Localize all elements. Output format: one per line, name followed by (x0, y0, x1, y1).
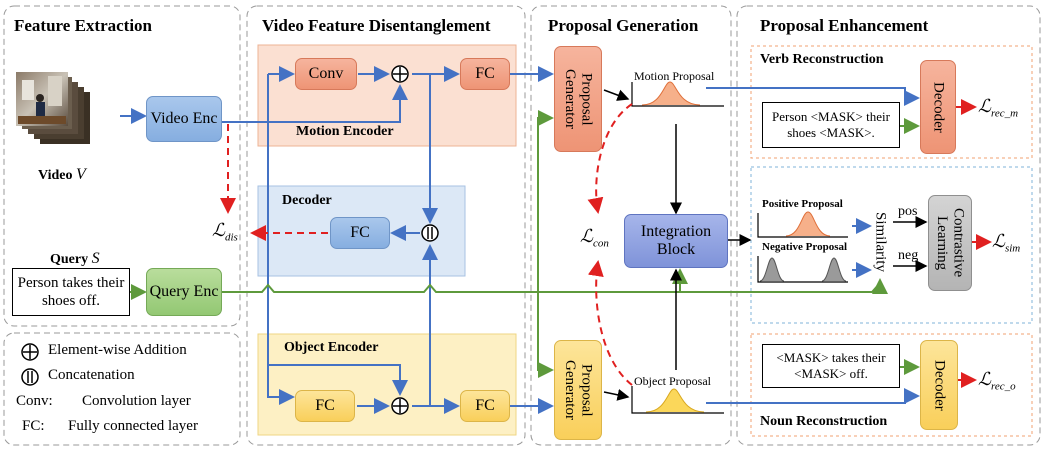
verb-reconstruction-region (750, 45, 1033, 159)
motion-encoder-label: Motion Encoder (296, 124, 394, 139)
pos-label: pos (898, 204, 918, 219)
positive-proposal-label: Positive Proposal (762, 198, 843, 210)
proposal-generation-heading: Proposal Generation (548, 16, 699, 35)
video-label: Video V (38, 166, 86, 183)
enhancement-frame (736, 5, 1041, 446)
motion-addition-icon (391, 65, 409, 83)
legend-addition: Element-wise Addition (48, 342, 187, 358)
disentanglement-frame (246, 5, 526, 446)
noun-decoder: Decoder (920, 340, 958, 430)
addition-symbol-icon (21, 343, 39, 361)
loss-sim: ℒsim (992, 231, 1021, 255)
loss-rec-m: ℒrec_m (978, 96, 1019, 120)
object-proposal-to-noun-decoder (706, 388, 920, 404)
object-proposal-generator: Proposal Generator (554, 340, 602, 440)
positive-proposal-plot (757, 211, 848, 238)
object-to-con-dashed (587, 260, 633, 386)
contrastive-region (750, 166, 1033, 324)
object-proposal-label: Object Proposal (634, 374, 711, 388)
loss-rec-o: ℒrec_o (978, 369, 1016, 393)
contrastive-learning-block: Contrastive Learning (928, 195, 972, 291)
conv-block: Conv (295, 58, 357, 90)
video-encoder: Video Enc (146, 96, 222, 142)
generator-to-object-plot (603, 388, 630, 401)
generator-to-motion-plot (603, 89, 630, 101)
negative-proposal-label: Negative Proposal (762, 241, 848, 253)
feature-extraction-heading: Feature Extraction (14, 16, 153, 35)
concatenation-icon (421, 224, 439, 242)
decoder-label: Decoder (282, 193, 332, 208)
decoder-fc-block: FC (330, 217, 390, 249)
legend-conv-key: Conv: (16, 393, 53, 409)
noun-reconstruction-region (750, 333, 1033, 437)
query-to-motion-generator (537, 110, 554, 292)
verb-masked-text-box: Person <MASK> their shoes <MASK>. (762, 102, 900, 148)
object-fc-block-1: FC (295, 390, 355, 422)
video-enc-to-obj-add (268, 364, 408, 396)
object-proposal-plot (631, 386, 724, 414)
query-encoder: Query Enc (146, 268, 222, 316)
loss-dis: ℒdis (212, 220, 238, 244)
generation-frame (530, 5, 732, 446)
video-frames-image (16, 72, 90, 144)
motion-proposal-plot (631, 81, 724, 107)
legend-concatenation: Concatenation (48, 367, 135, 383)
motion-proposal-generator: Proposal Generator (554, 46, 602, 152)
motion-fc-block: FC (460, 58, 510, 90)
verb-reconstruction-label: Verb Reconstruction (760, 52, 884, 67)
query-text-box: Person takes their shoes off. (12, 268, 130, 316)
legend-fc-desc: Fully connected layer (68, 418, 198, 434)
loss-con: ℒcon (580, 226, 609, 250)
query-to-object-generator (537, 292, 554, 378)
noun-reconstruction-label: Noun Reconstruction (760, 414, 888, 429)
video-enc-to-motion-add (268, 84, 408, 123)
feature-extraction-frame (3, 5, 241, 327)
video-enc-output-arrow (222, 121, 295, 405)
query-feature-line (222, 282, 881, 293)
concatenation-symbol-icon (21, 368, 39, 386)
motion-proposal-label: Motion Proposal (634, 69, 715, 83)
verb-decoder: Decoder (920, 60, 956, 154)
motion-to-con-dashed (587, 103, 633, 214)
negative-proposal-plot (757, 256, 848, 283)
similarity-label: Similarity (872, 212, 889, 272)
neg-label: neg (898, 248, 919, 263)
video-disentanglement-heading: Video Feature Disentanglement (262, 16, 491, 35)
motion-proposal-to-verb-decoder (706, 87, 920, 106)
object-fc-block-2: FC (460, 390, 510, 422)
integration-block: Integration Block (624, 214, 728, 268)
legend-fc-key: FC: (22, 418, 45, 434)
query-label: Query S (50, 250, 100, 267)
object-encoder-label: Object Encoder (284, 340, 379, 355)
proposal-enhancement-heading: Proposal Enhancement (760, 16, 929, 35)
object-addition-icon (391, 397, 409, 415)
noun-masked-text-box: <MASK> takes their <MASK> off. (762, 344, 900, 388)
legend-conv-desc: Convolution layer (82, 393, 191, 409)
